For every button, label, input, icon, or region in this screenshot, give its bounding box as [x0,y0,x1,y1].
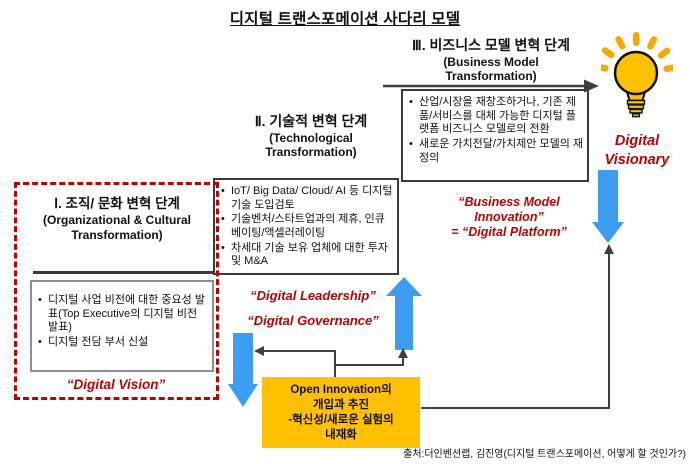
stage3-bullet: 산업/시장을 재창조하거나, 기존 제품/서비스를 대체 가능한 디지털 플랫폼… [408,96,584,137]
digital-visionary-label: Digital Visionary [604,133,670,168]
blue-up-arrow [386,277,422,350]
stage2-bullet: 기술벤처/스타트업과의 제휴, 인큐베이팅/액셀러레이팅 [220,213,394,240]
source-citation: 출처:더인벤션랩, 김진영(디지털 트랜스포메이션, 어떻게 할 것인가?) [403,449,686,460]
stage1-bullet: 디지털 전담 부서 신설 [37,336,209,350]
stage2-bullet-list: IoT/ Big Data/ Cloud/ AI 등 디지털기술 도입검토 기술… [220,185,394,269]
stage2-title-en: (Technological Transformation) [265,130,357,160]
stage2-bullet: 차세대 기술 보유 업체에 대한 투자 및 M&A [220,242,394,269]
page-title: 디지털 트랜스포메이션 사다리 모델 [229,11,461,28]
stage1-title-ko: Ⅰ. 조직/ 문화 변혁 단계 [54,196,180,211]
stage2-bullet: IoT/ Big Data/ Cloud/ AI 등 디지털기술 도입검토 [220,185,394,212]
digital-governance-label: “Digital Governance” [247,313,379,328]
lightbulb-rays [601,32,673,73]
stage2-header: Ⅱ. 기술적 변혁 단계 (Technological Transformati… [222,113,400,160]
blue-down-arrow-left [228,333,258,407]
stage1-bullet: 디지털 사업 비전에 대한 중요성 발표(Top Executive의 디지털 … [37,294,209,335]
lightbulb-icon [601,32,673,118]
stage3-title-ko: Ⅲ. 비즈니스 모델 변혁 단계 [412,37,570,53]
business-model-innovation-label: “Business Model Innovation” = “Digital P… [451,195,567,239]
stage1-bullet-list: 디지털 사업 비전에 대한 중요성 발표(Top Executive의 디지털 … [37,294,209,350]
stage1-step-line [33,271,214,274]
open-innovation-box: Open Innovation의 개입과 추진 -혁신성/새로운 실험의 내재화 [262,377,420,448]
stage3-bullet-list: 산업/시장을 재창조하거나, 기존 제품/서비스를 대체 가능한 디지털 플랫폼… [408,96,584,165]
stage1-header: Ⅰ. 조직/ 문화 변혁 단계 (Organizational & Cultur… [18,196,216,242]
stage3-box: 산업/시장을 재창조하거나, 기존 제품/서비스를 대체 가능한 디지털 플랫폼… [401,89,589,182]
stage1-box: 디지털 사업 비전에 대한 중요성 발표(Top Executive의 디지털 … [30,280,214,372]
digital-leadership-label: “Digital Leadership” [250,288,376,303]
stage3-title-en: (Business Model Transformation) [443,54,539,84]
stage2-title-ko: Ⅱ. 기술적 변혁 단계 [254,113,368,129]
stage3-bullet: 새로운 가치전달/가치제안 모델의 재정의 [408,138,584,165]
stage1-title-en: (Organizational & Cultural Transformatio… [42,212,191,242]
stage2-box: IoT/ Big Data/ Cloud/ AI 등 디지털기술 도입검토 기술… [213,178,399,275]
stage3-header: Ⅲ. 비즈니스 모델 변혁 단계 (Business Model Transfo… [385,37,597,84]
digital-vision-label: “Digital Vision” [66,377,166,392]
stage1-dashed-frame [14,182,219,400]
